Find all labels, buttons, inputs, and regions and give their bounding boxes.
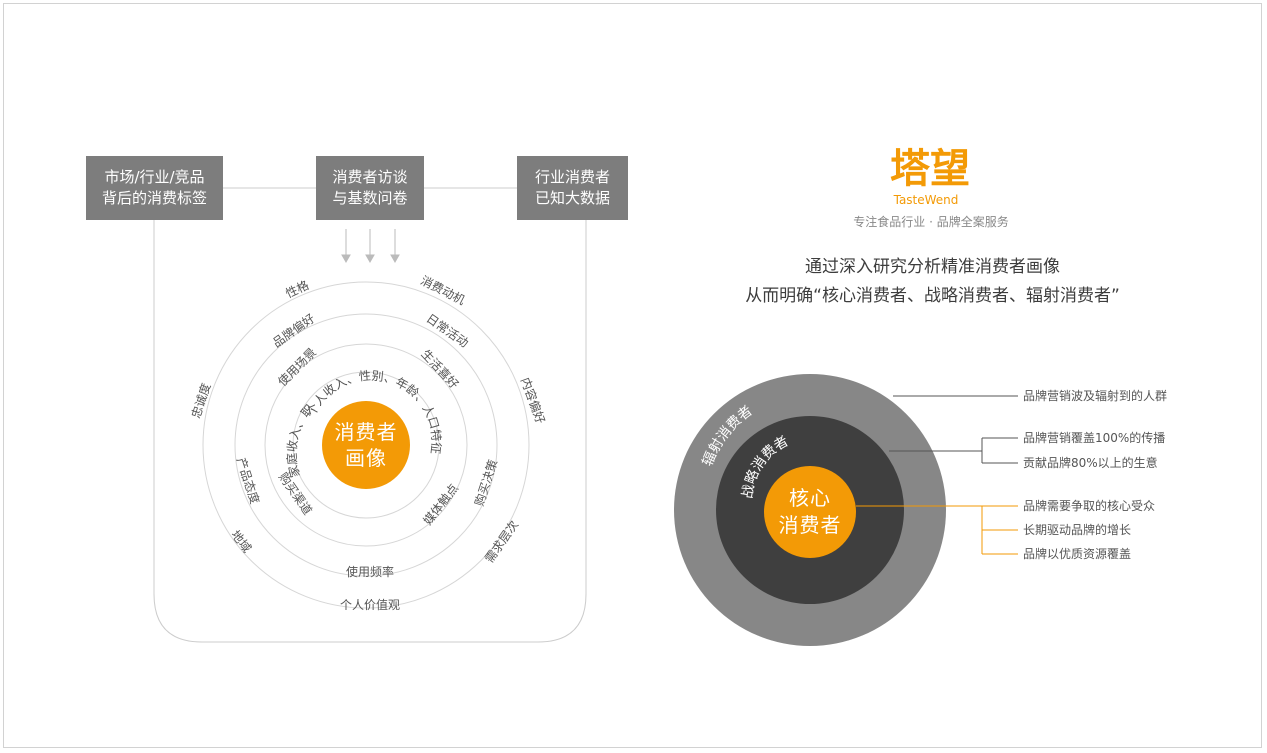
strategic-desc: 品牌营销覆盖100%的传播 bbox=[1023, 431, 1166, 445]
ring-third bbox=[234, 313, 498, 577]
consumer-portrait-center: 消费者 画像 bbox=[322, 401, 410, 489]
brand-tagline: 专注食品行业 · 品牌全案服务 bbox=[853, 215, 1009, 229]
source-box-market-line1: 市场/行业/竞品 bbox=[104, 168, 205, 186]
core-center-line2: 消费者 bbox=[778, 513, 842, 537]
portrait-center-line1: 消费者 bbox=[334, 420, 398, 444]
ring-inner bbox=[292, 371, 440, 519]
headline-line1: 通过深入研究分析精准消费者画像 bbox=[805, 257, 1060, 277]
source-box-market-line2: 背后的消费标签 bbox=[101, 189, 207, 207]
outer-u-frame bbox=[153, 220, 587, 643]
source-box-interview: 消费者访谈 与基数问卷 bbox=[316, 156, 424, 220]
core-center-line1: 核心 bbox=[789, 486, 831, 510]
tier-connectors-gray bbox=[889, 395, 1018, 464]
headline-line2: 从而明确“核心消费者、战略消费者、辐射消费者” bbox=[745, 286, 1120, 306]
source-box-bigdata-line1: 行业消费者 bbox=[534, 168, 610, 186]
core-desc: 品牌以优质资源覆盖 bbox=[1023, 547, 1132, 561]
core-consumer-center: 核心 消费者 bbox=[764, 466, 856, 558]
brand-logo-en: TasteWend bbox=[893, 193, 959, 207]
tier-connectors-orange bbox=[856, 505, 1018, 555]
source-box-market: 市场/行业/竞品 背后的消费标签 bbox=[86, 156, 223, 220]
radiating-desc: 品牌营销波及辐射到的人群 bbox=[1023, 389, 1168, 403]
source-box-interview-line2: 与基数问卷 bbox=[332, 189, 408, 207]
source-box-bigdata-line2: 已知大数据 bbox=[534, 189, 610, 207]
ring-label: 个人价值观 bbox=[340, 597, 400, 612]
ring-second bbox=[264, 343, 468, 547]
strategic-desc: 贡献品牌80%以上的生意 bbox=[1023, 456, 1158, 470]
portrait-center-line2: 画像 bbox=[345, 446, 387, 470]
ring-label: 使用频率 bbox=[346, 564, 394, 579]
slide-frame bbox=[3, 3, 1262, 748]
core-desc: 长期驱动品牌的增长 bbox=[1023, 523, 1132, 537]
source-box-bigdata: 行业消费者 已知大数据 bbox=[517, 156, 628, 220]
ring-outer bbox=[202, 281, 530, 609]
down-arrows bbox=[341, 229, 400, 264]
brand-logo: 塔望 bbox=[890, 145, 970, 192]
core-desc: 品牌需要争取的核心受众 bbox=[1023, 499, 1156, 513]
source-box-interview-line1: 消费者访谈 bbox=[332, 168, 408, 186]
